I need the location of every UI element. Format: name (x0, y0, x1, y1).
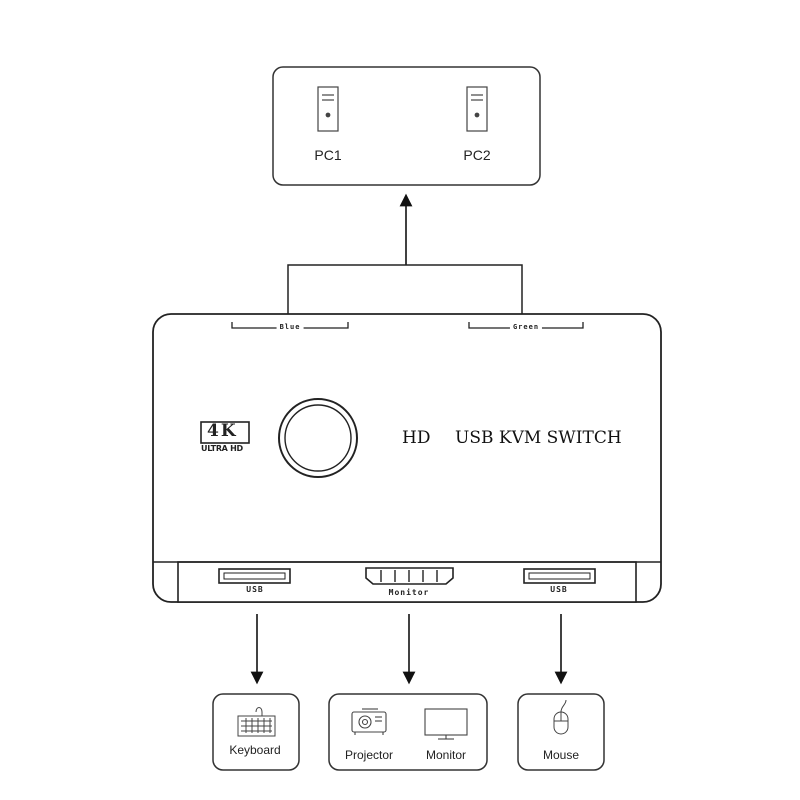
monitor-icon (424, 708, 468, 740)
pc-box (272, 66, 541, 186)
kvm-switch-body (152, 313, 662, 603)
usb-port-right[interactable] (523, 568, 596, 584)
mouse-label: Mouse (542, 748, 580, 762)
mouse-icon (553, 699, 569, 735)
pc2-label: PC2 (463, 147, 491, 163)
switch-title: USB KVM SWITCH (455, 428, 622, 448)
pc1-label: PC1 (314, 147, 342, 163)
usb-right-label: USB (550, 585, 568, 594)
keyboard-icon (237, 707, 276, 737)
badge-ultra-hd-text: ULTRA HD (201, 444, 243, 453)
projector-icon (351, 708, 387, 735)
4k-badge (200, 421, 250, 444)
badge-4k-text: 4K (207, 421, 238, 441)
usb-port-left[interactable] (218, 568, 291, 584)
keyboard-box (212, 693, 300, 771)
blue-cable-label: Blue (276, 323, 304, 331)
hd-label: HD (402, 428, 431, 448)
pc-tower-icon (466, 86, 488, 132)
keyboard-label: Keyboard (229, 743, 281, 757)
hdmi-port[interactable] (365, 567, 454, 585)
switch-button[interactable] (278, 398, 358, 478)
monitor-label: Monitor (425, 748, 467, 762)
usb-left-label: USB (246, 585, 264, 594)
pc-tower-icon (317, 86, 339, 132)
green-cable-label: Green (509, 323, 543, 331)
cable-bracket (287, 264, 523, 314)
projector-label: Projector (344, 748, 394, 762)
monitor-port-label: Monitor (388, 588, 430, 597)
